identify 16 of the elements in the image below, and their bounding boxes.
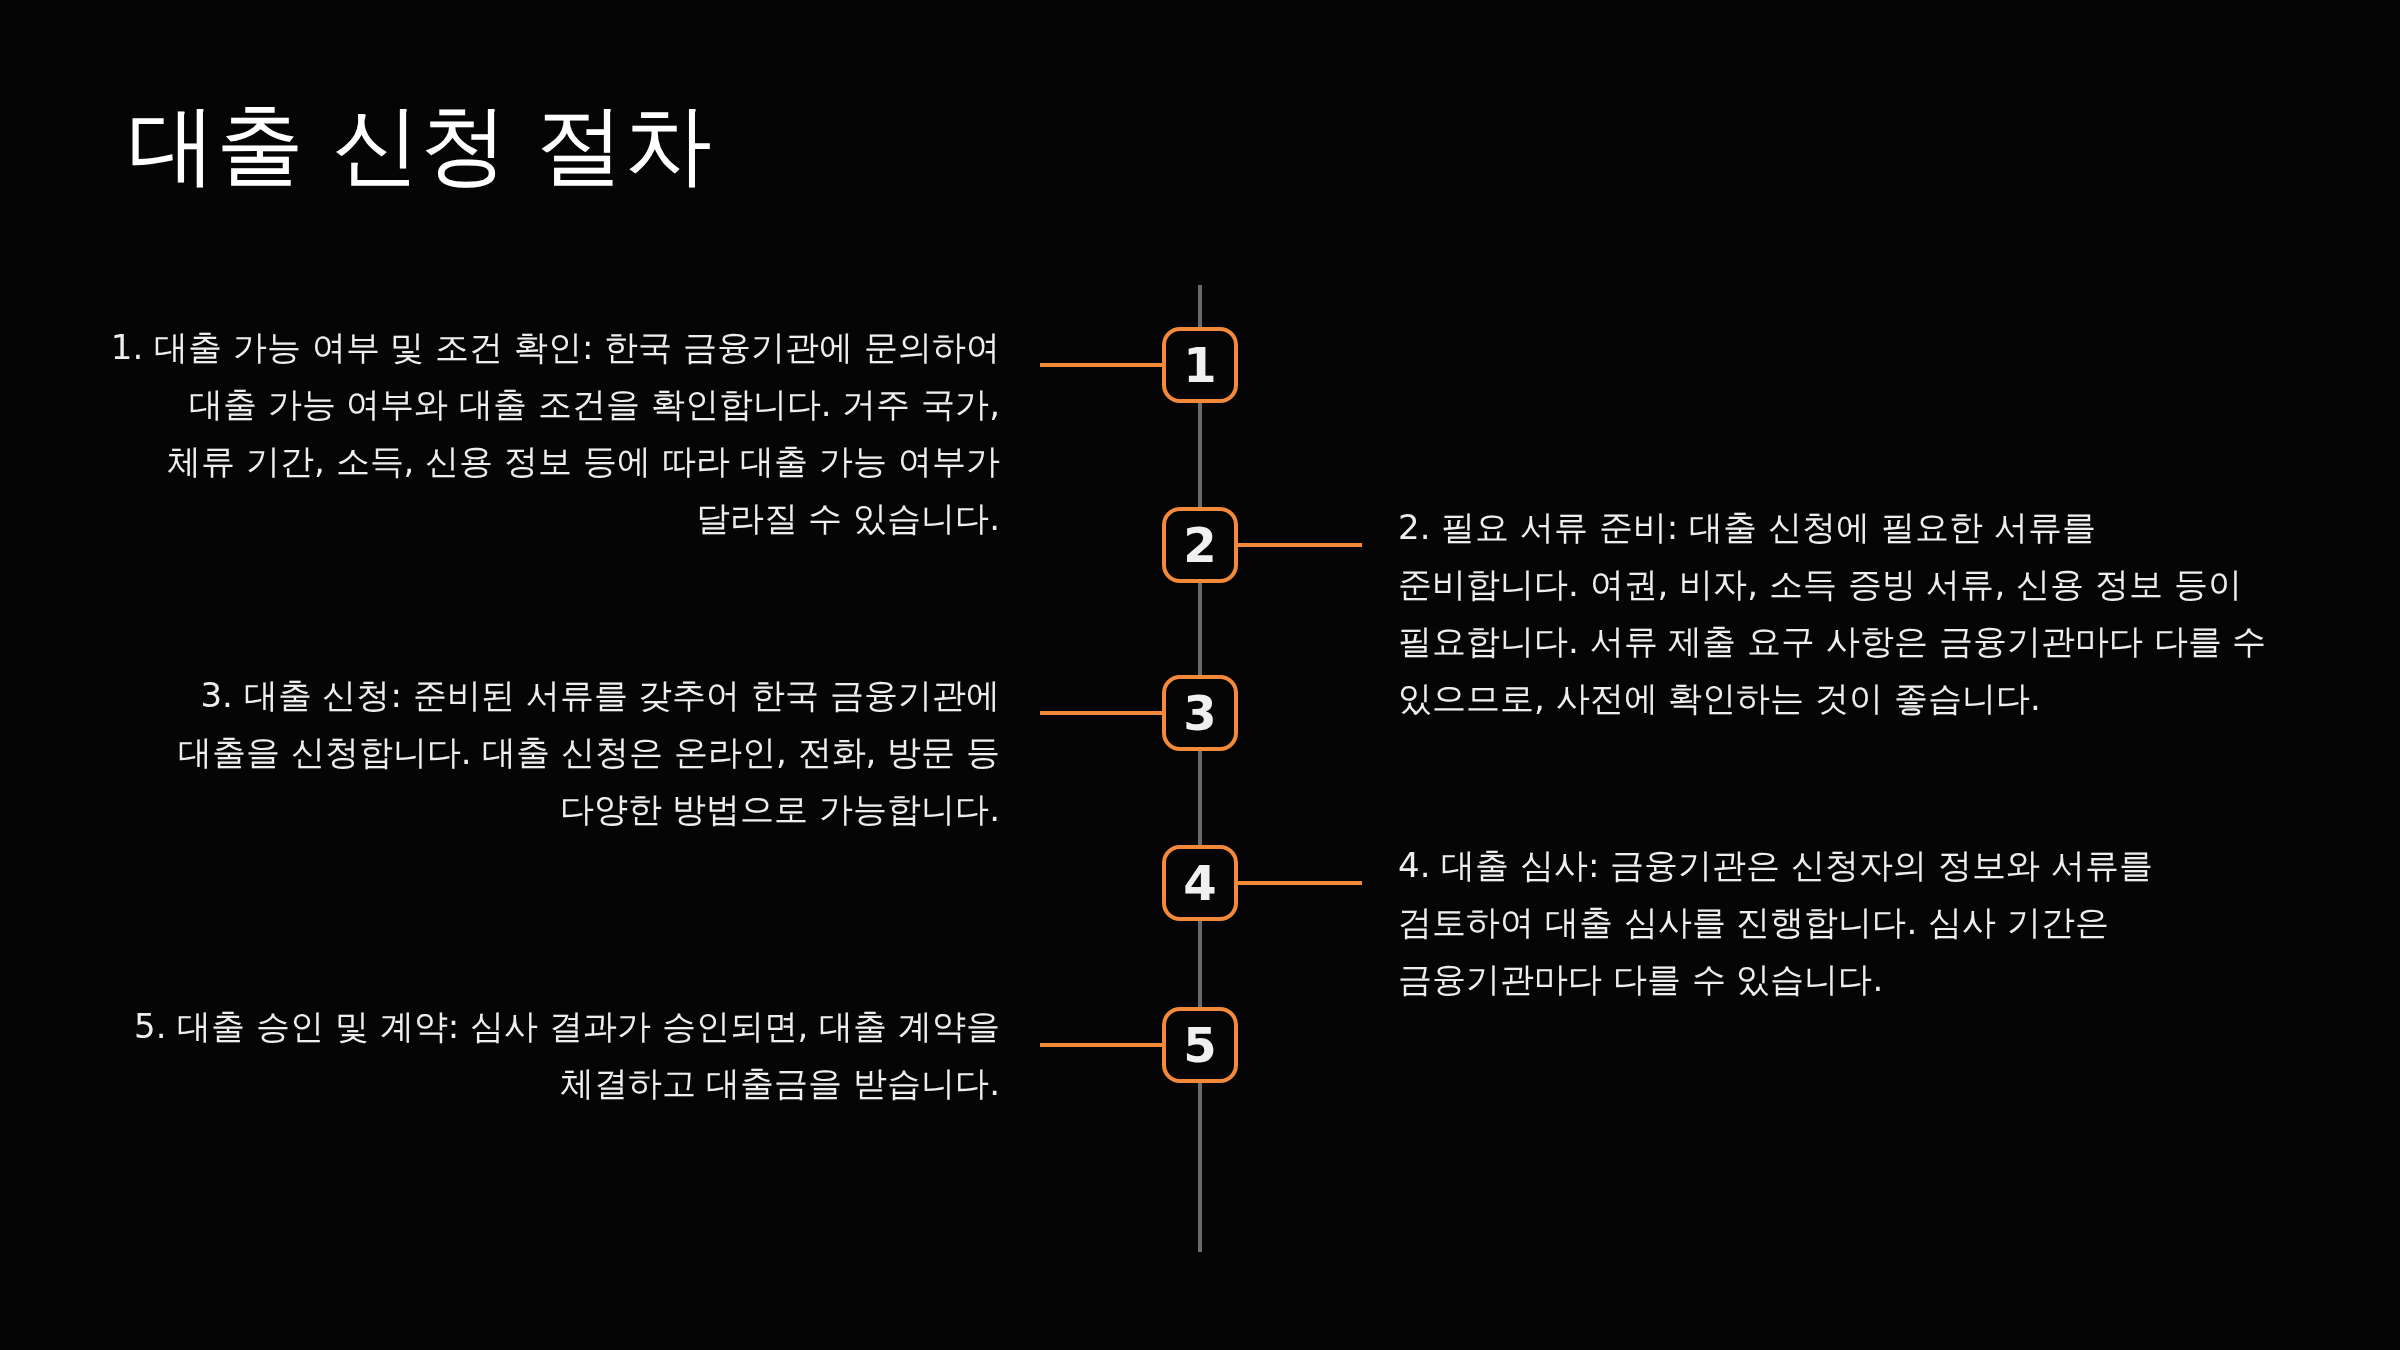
step-number-box: 3: [1162, 675, 1238, 751]
step-number-box: 1: [1162, 327, 1238, 403]
title: 대출 신청 절차: [128, 92, 712, 198]
connector-line: [1238, 543, 1362, 547]
step-description: 1. 대출 가능 여부 및 조건 확인: 한국 금융기관에 문의하여 대출 가능 여부와 대출 조건을 확인합니다. 거주 국가, 체류 기간, 소득, 신용 정보 등에 따라 대출 가능 여부가 달라질 수 있습니다.: [110, 319, 1040, 547]
connector-line: [1040, 711, 1162, 715]
step-number-box: 2: [1162, 507, 1238, 583]
connector-line: [1040, 1043, 1162, 1047]
connector-line: [1040, 363, 1162, 367]
step-description: 3. 대출 신청: 준비된 서류를 갖추어 한국 금융기관에 대출을 신청합니다. 대출 신청은 온라인, 전화, 방문 등 다양한 방법으로 가능합니다.: [110, 667, 1040, 838]
step-description: 4. 대출 심사: 금융기관은 신청자의 정보와 서류를 검토하여 대출 심사를 진행합니다. 심사 기간은 금융기관마다 다를 수 있습니다.: [1362, 837, 2282, 1008]
connector-line: [1238, 881, 1362, 885]
step-number-box: 4: [1162, 845, 1238, 921]
step-description: 5. 대출 승인 및 계약: 심사 결과가 승인되면, 대출 계약을 체결하고 대출금을 받습니다.: [110, 998, 1040, 1112]
step-number-box: 5: [1162, 1007, 1238, 1083]
step-description: 2. 필요 서류 준비: 대출 신청에 필요한 서류를 준비합니다. 여권, 비자, 소득 증빙 서류, 신용 정보 등이 필요합니다. 서류 제출 요구 사항은 금융기관마다 다를 수 있으므로, 사전에 확인하는 것이 좋습니다.: [1362, 499, 2282, 727]
